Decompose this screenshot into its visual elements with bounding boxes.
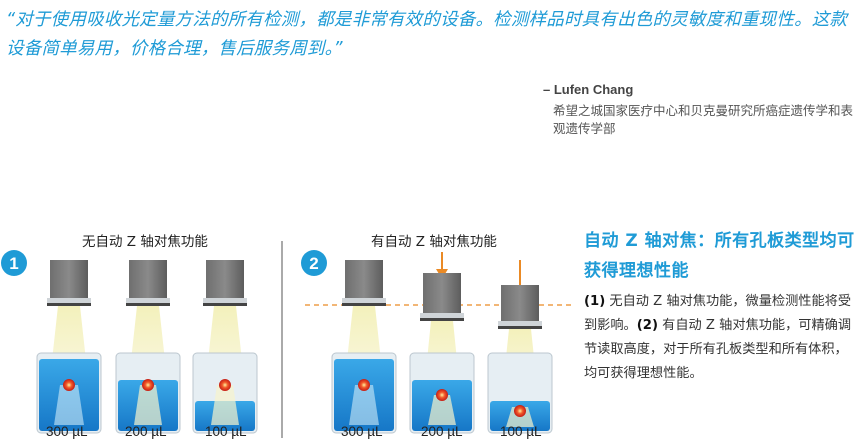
panel-2-well-200 bbox=[409, 252, 475, 434]
panel-2-title: 有自动 Z 轴对焦功能 bbox=[371, 234, 497, 250]
quote-author: – Lufen Chang bbox=[543, 82, 634, 97]
author-affiliation: 希望之城国家医疗中心和贝克曼研究所癌症遗传学和表观遗传学部 bbox=[553, 103, 854, 136]
desc-point-2-number: (2) bbox=[636, 318, 658, 333]
panel-2-volume-200: 200 µL bbox=[421, 424, 463, 439]
customer-quote: “对于使用吸收光定量方法的所有检测，都是非常有效的设备。检测样品时具有出色的灵敏… bbox=[6, 10, 848, 59]
panel-1-volume-200: 200 µL bbox=[125, 424, 167, 439]
desc-point-1-number: (1) bbox=[584, 294, 606, 309]
panel-1-well-100 bbox=[192, 260, 258, 434]
panel-1-volume-100: 100 µL bbox=[205, 424, 247, 439]
panel-2-number: 2 bbox=[309, 254, 318, 273]
feature-heading: 自动 Z 轴对焦：所有孔板类型均可获得理想性能 bbox=[584, 231, 855, 281]
panel-2-badge: 2 bbox=[301, 250, 327, 276]
panel-2-well-100 bbox=[487, 260, 553, 434]
panel-1-number: 1 bbox=[9, 254, 18, 273]
autofocus-diagram: 1 2 bbox=[1, 241, 575, 438]
panel-2-volume-300: 300 µL bbox=[341, 424, 383, 439]
panel-1-well-300 bbox=[36, 260, 102, 434]
panel-1-well-200 bbox=[115, 260, 181, 434]
desc-point-2-text: 有自动 Z 轴对焦功能，可精确调节读取高度，对于所有孔板类型和所有体积，均可获得… bbox=[584, 318, 852, 381]
panel-2-well-300 bbox=[331, 260, 397, 434]
panel-2-volume-100: 100 µL bbox=[500, 424, 542, 439]
panel-1-volume-300: 300 µL bbox=[46, 424, 88, 439]
panel-1-badge: 1 bbox=[1, 250, 27, 276]
feature-description: (1) 无自动 Z 轴对焦功能，微量检测性能将受到影响。(2) 有自动 Z 轴对… bbox=[584, 290, 856, 386]
desc-point-1-text: 无自动 Z 轴对焦功能，微量检测性能将受到影响。 bbox=[584, 294, 852, 333]
panel-1-title: 无自动 Z 轴对焦功能 bbox=[82, 234, 208, 250]
